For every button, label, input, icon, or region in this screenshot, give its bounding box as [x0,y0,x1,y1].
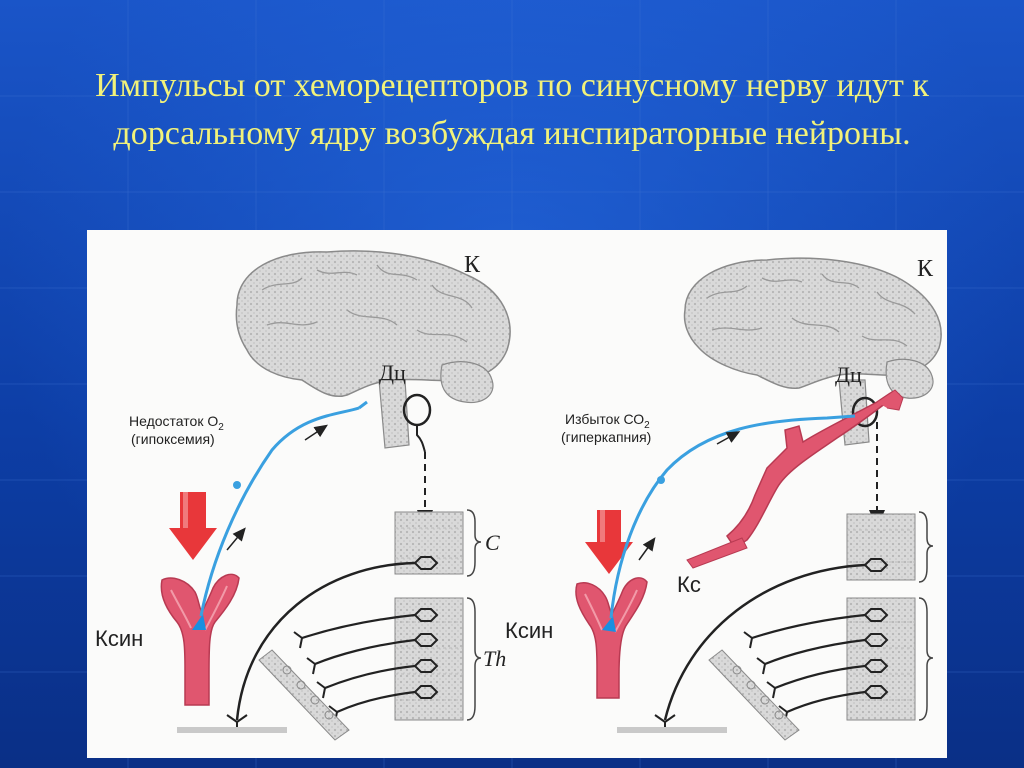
stimulus-right-line2: (гиперкапния) [561,429,651,445]
intercostal-muscles-right [708,649,800,741]
respiratory-center-right [851,396,879,428]
stimulus-left-line1: Недостаток О2 [129,413,224,433]
slide-title: Импульсы от хеморецепторов по синусному … [95,67,929,152]
cerebral-artery [726,391,900,550]
cortex-label-left: К [464,252,481,278]
left-panel: К Дц C Th [95,250,511,741]
stimulus-right-line1: Избыток СО2 [565,411,650,431]
red-arrow-left [169,492,217,560]
thoracic-label: Th [483,646,506,671]
sinus-label-right: Ксин [505,618,553,643]
center-label-right: Дц [835,362,862,387]
cortex-label-right: К [917,256,934,282]
artery-label-right: Кс [677,572,701,597]
center-label-left: Дц [379,360,406,385]
sinus-nerve-left [199,406,360,617]
spinal-cord-cervical-left [394,511,464,575]
sinus-nerve-right [609,414,856,619]
sinus-label-left: Ксин [95,626,143,651]
spinal-cord-cervical-right [846,513,916,581]
stimulus-left-line2: (гипоксемия) [131,431,215,447]
right-panel: К Дц [505,256,942,741]
cervical-label: C [485,530,500,555]
respiration-diagram: К Дц C Th [87,230,947,758]
respiratory-center-left [402,393,432,427]
diagram-svg: К Дц C Th [95,250,942,741]
red-arrow-right [585,510,633,574]
intercostal-muscles-left [258,649,350,741]
